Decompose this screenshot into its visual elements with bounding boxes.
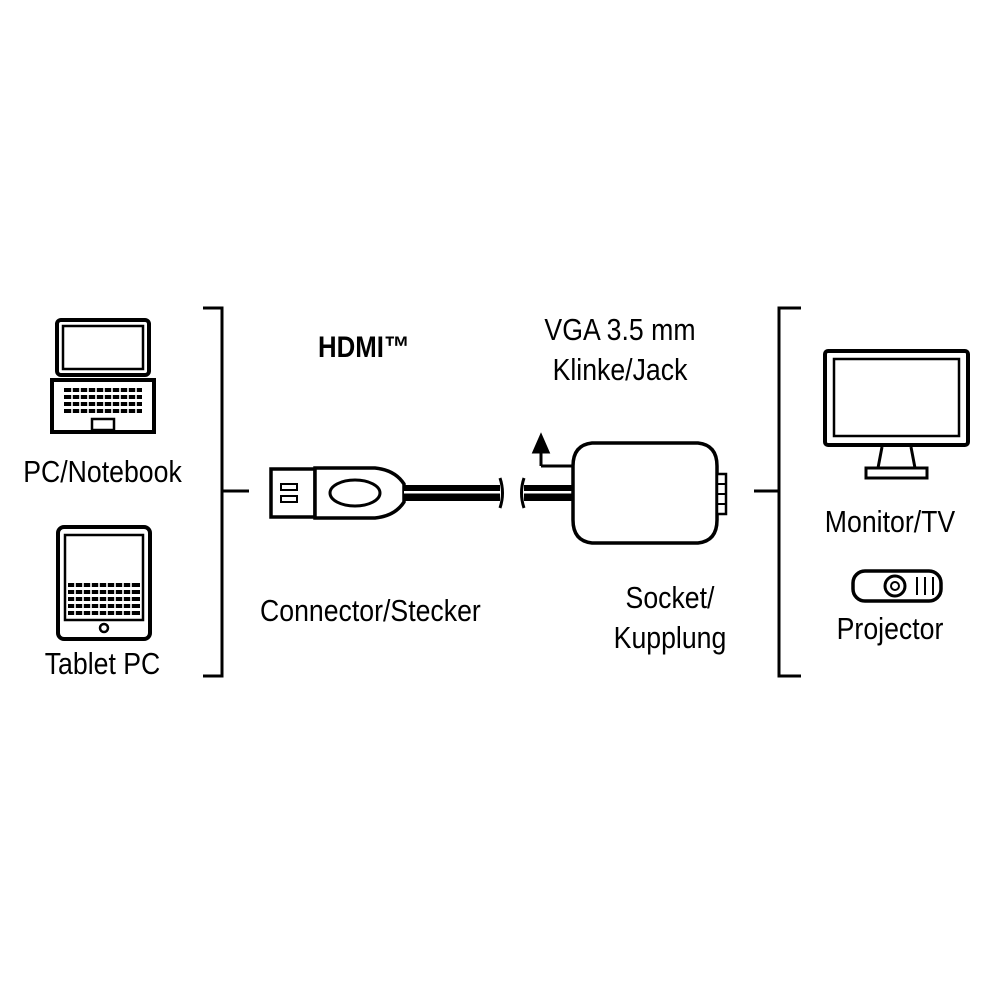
cable <box>404 477 578 509</box>
target-label-projector: Projector <box>836 611 944 646</box>
target-label-monitor: Monitor/TV <box>824 504 956 539</box>
laptop-icon <box>50 318 156 434</box>
adapter-outputs-label: VGA 3.5 mm Klinke/Jack <box>534 310 706 391</box>
vga-audio-adapter <box>571 441 728 545</box>
tablet-icon <box>56 525 152 641</box>
arrow-up-icon <box>531 432 573 468</box>
adapter-label-line2: Kupplung <box>613 620 727 656</box>
connector-type-label: HDMI™ <box>318 331 410 364</box>
adapter-output-vga: VGA 3.5 mm <box>544 312 696 347</box>
source-label-tablet: Tablet PC <box>44 646 161 681</box>
adapter-label: Socket/ Kupplung <box>584 578 756 659</box>
adapter-label-line1: Socket/ <box>625 580 715 615</box>
adapter-output-jack: Klinke/Jack <box>552 352 688 388</box>
projector-icon <box>851 569 943 603</box>
connector-label: Connector/Stecker <box>260 593 481 628</box>
source-label-notebook: PC/Notebook <box>23 454 182 489</box>
hdmi-connector-plug <box>269 466 406 520</box>
monitor-icon <box>823 349 970 480</box>
target-bracket <box>754 306 801 678</box>
source-bracket <box>203 306 249 678</box>
